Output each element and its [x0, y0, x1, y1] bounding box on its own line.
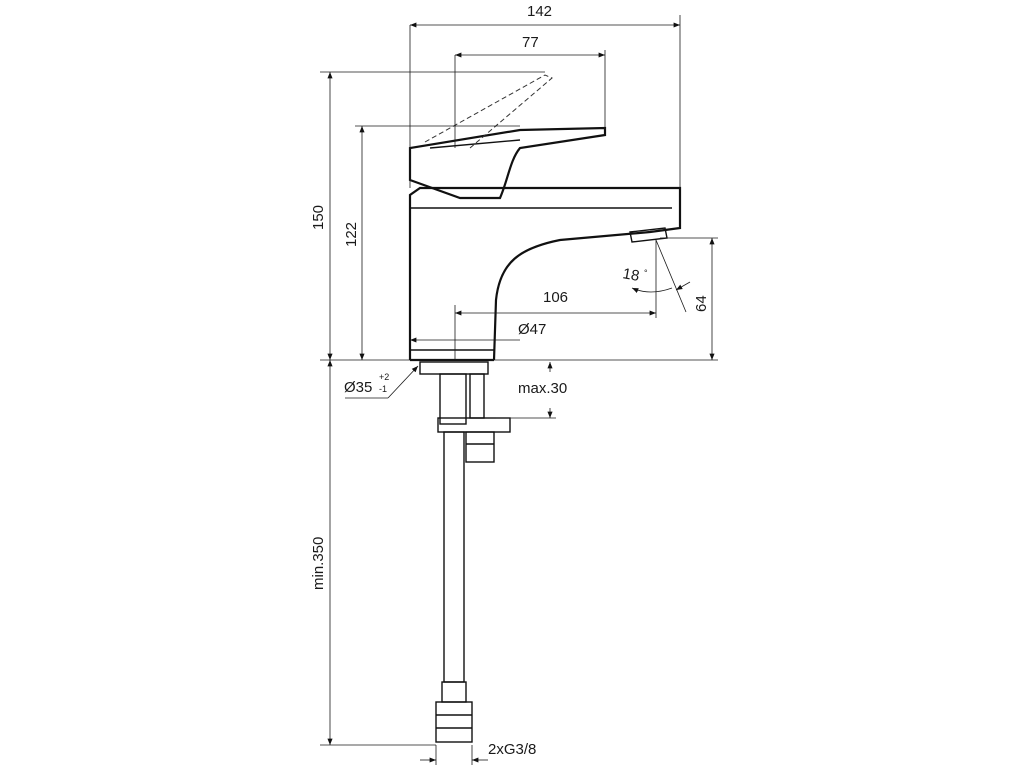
dim-spout-angle	[631, 239, 691, 313]
dim-label-g38: 2xG3/8	[488, 741, 536, 758]
dim-label-d35-minus: -1	[379, 384, 387, 394]
dim-label-142: 142	[527, 3, 552, 20]
dim-spout-projection	[454, 240, 657, 360]
dim-label-122: 122	[343, 222, 360, 247]
lever-raised-position	[424, 74, 553, 149]
dim-connection	[420, 745, 488, 765]
dim-label-106: 106	[543, 289, 568, 306]
dim-label-max30: max.30	[518, 380, 567, 397]
dim-label-d35-plus: +2	[379, 372, 389, 382]
dim-total-height	[320, 71, 545, 360]
dim-label-77: 77	[522, 34, 539, 51]
dim-label-d35: Ø35	[344, 379, 372, 396]
dim-label-64: 64	[693, 295, 710, 312]
dim-outlet-height	[660, 237, 718, 360]
dim-label-min350: min.350	[310, 537, 327, 590]
dim-spout-height	[355, 125, 520, 360]
mounting-assembly	[419, 361, 511, 463]
dim-hole-diameter	[345, 365, 419, 399]
dim-label-d47: Ø47	[518, 321, 546, 338]
dim-label-angle-unit: °	[644, 268, 648, 278]
dim-overall-width	[409, 15, 681, 188]
lever-handle	[408, 126, 607, 200]
dim-hose-length	[320, 360, 436, 746]
flexible-hose	[435, 431, 473, 743]
dim-label-150: 150	[310, 205, 327, 230]
dim-max-thickness	[496, 362, 556, 419]
dim-label-angle: 18	[621, 265, 640, 285]
dim-lever-reach	[454, 50, 606, 148]
